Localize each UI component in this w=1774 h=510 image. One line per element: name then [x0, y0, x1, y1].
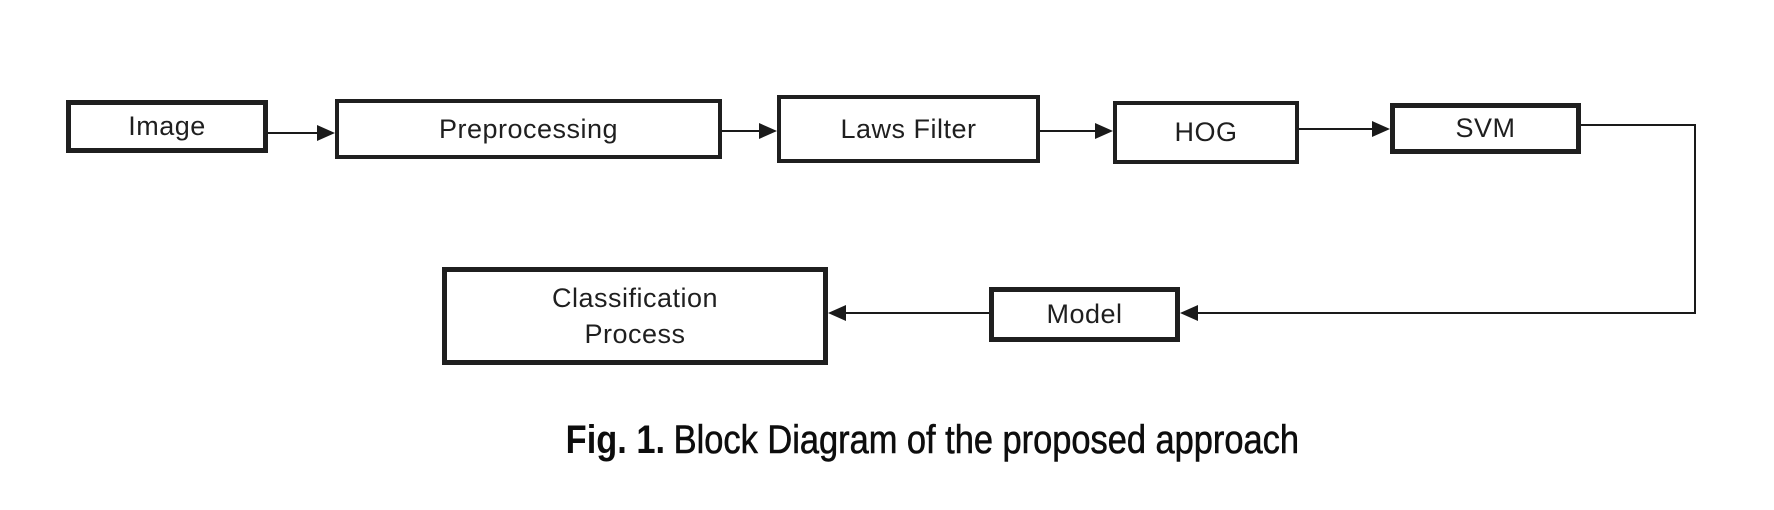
node-svm: SVM [1390, 103, 1581, 154]
node-svm-label: SVM [1455, 113, 1516, 144]
arrowhead-right-icon [759, 123, 777, 139]
connector-line [268, 132, 319, 134]
connector-line [1040, 130, 1097, 132]
connector-line [722, 130, 761, 132]
figure-caption-inner: Fig. 1.Block Diagram of the proposed app… [565, 418, 1299, 463]
node-preprocessing-label: Preprocessing [438, 113, 619, 144]
arrowhead-left-icon [828, 305, 846, 321]
arrowhead-left-icon [1180, 305, 1198, 321]
node-classification-process-label: Classification Process [551, 282, 719, 349]
node-classification-process: Classification Process [442, 267, 828, 365]
node-image: Image [66, 100, 268, 153]
arrowhead-right-icon [317, 125, 335, 141]
node-laws-filter: Laws Filter [777, 95, 1040, 163]
arrowhead-right-icon [1372, 121, 1390, 137]
connector-line [1299, 128, 1374, 130]
node-image-label: Image [128, 111, 206, 142]
connector-line [845, 312, 989, 314]
node-preprocessing: Preprocessing [335, 99, 722, 159]
figure-caption-text: Block Diagram of the proposed approach [673, 418, 1299, 463]
figure-caption-number: Fig. 1. [565, 418, 665, 462]
node-hog-label: HOG [1174, 117, 1238, 148]
node-model-label: Model [1046, 299, 1123, 330]
node-laws-filter-label: Laws Filter [840, 113, 977, 144]
arrowhead-right-icon [1095, 123, 1113, 139]
connector-line-horizontal [1197, 312, 1696, 314]
connector-line-horizontal [1581, 124, 1696, 126]
connector-line-vertical [1694, 124, 1696, 314]
figure-caption: Fig. 1.Block Diagram of the proposed app… [0, 418, 1774, 463]
node-hog: HOG [1113, 101, 1299, 164]
node-model: Model [989, 287, 1180, 342]
